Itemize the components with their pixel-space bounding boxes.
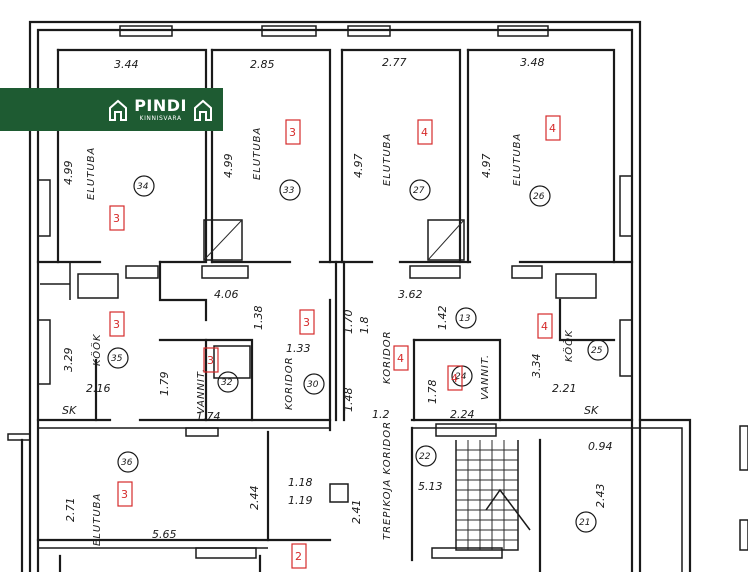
dim-1-74: 1.74 bbox=[196, 410, 221, 423]
dim-2-16: 2.16 bbox=[86, 382, 111, 395]
dim-4-97-a: 4.97 bbox=[352, 154, 365, 179]
dim-1-70: 1.70 bbox=[342, 310, 355, 335]
pindi-logo: PINDI KINNISVARA bbox=[0, 88, 223, 131]
label-koridor-2: KORIDOR bbox=[382, 330, 393, 384]
red-mark-12: 2 bbox=[295, 550, 302, 563]
dim-1-48: 1.48 bbox=[342, 388, 355, 413]
label-elutuba-2: ELUTUBA bbox=[252, 127, 263, 180]
label-kook-1: KÖÖK bbox=[90, 333, 103, 366]
room-number-32: 32 bbox=[221, 378, 233, 388]
label-kook-2: KÖÖK bbox=[562, 329, 575, 362]
dim-4-97-b: 4.97 bbox=[480, 154, 493, 179]
room-labels: ELUTUBA ELUTUBA ELUTUBA ELUTUBA KÖÖK KÖÖ… bbox=[62, 127, 599, 546]
label-trepikoja-koridor: TREPIKOJA KORIDOR bbox=[382, 421, 393, 540]
room-number-13: 13 bbox=[459, 314, 471, 324]
red-mark-10: 4 bbox=[541, 320, 548, 333]
label-elutuba-5: ELUTUBA bbox=[92, 493, 103, 546]
logo-name: PINDI bbox=[134, 95, 187, 115]
dim-5-13: 5.13 bbox=[418, 480, 443, 493]
red-marks: 3 3 4 4 3 3 3 4 4 4 3 2 bbox=[109, 115, 561, 569]
red-mark-11: 3 bbox=[121, 488, 128, 501]
red-mark-5: 3 bbox=[113, 318, 120, 331]
room-number-27: 27 bbox=[413, 186, 425, 196]
dim-1-33: 1.33 bbox=[286, 342, 311, 355]
dim-2-21: 2.21 bbox=[552, 382, 577, 395]
outer-walls bbox=[28, 20, 642, 572]
logo-subtitle: KINNISVARA bbox=[139, 114, 182, 122]
dim-1-38: 1.38 bbox=[252, 306, 265, 331]
red-mark-7: 3 bbox=[207, 354, 214, 367]
dim-1-18: 1.18 bbox=[288, 476, 313, 489]
dim-2-85: 2.85 bbox=[250, 58, 275, 71]
dim-3-29: 3.29 bbox=[62, 348, 75, 373]
label-sk-2: SK bbox=[584, 404, 599, 417]
logo-text: PINDI KINNISVARA bbox=[134, 95, 187, 122]
red-mark-8: 4 bbox=[397, 352, 404, 365]
red-mark-9: 4 bbox=[451, 372, 458, 385]
room-number-36: 36 bbox=[121, 458, 133, 468]
dim-4-99-b: 4.99 bbox=[222, 154, 235, 179]
room-number-24: 24 bbox=[455, 372, 467, 382]
room-number-30: 30 bbox=[307, 380, 319, 390]
dim-3-48: 3.48 bbox=[520, 56, 545, 69]
red-mark-2: 3 bbox=[289, 126, 296, 139]
dim-4-06: 4.06 bbox=[214, 288, 239, 301]
room-number-25: 25 bbox=[591, 346, 603, 356]
dim-2-44: 2.44 bbox=[248, 486, 261, 511]
dim-2-71: 2.71 bbox=[64, 498, 77, 523]
red-mark-3: 4 bbox=[421, 126, 428, 139]
fixtures bbox=[77, 219, 597, 559]
red-mark-6: 3 bbox=[303, 316, 310, 329]
label-vannit-1: VANNIT. bbox=[196, 368, 207, 414]
dim-4-99-a: 4.99 bbox=[62, 161, 75, 186]
label-koridor-1: KORIDOR bbox=[284, 356, 295, 410]
label-elutuba-4: ELUTUBA bbox=[512, 133, 523, 186]
dim-1-19: 1.19 bbox=[288, 494, 313, 507]
room-number-26: 26 bbox=[533, 192, 545, 202]
red-mark-4: 4 bbox=[549, 122, 556, 135]
room-number-35: 35 bbox=[111, 354, 123, 364]
dim-1-79: 1.79 bbox=[158, 372, 171, 397]
dim-0-94: 0.94 bbox=[588, 440, 613, 453]
room-number-34: 34 bbox=[137, 182, 149, 192]
dim-2-24: 2.24 bbox=[450, 408, 475, 421]
room-number-22: 22 bbox=[419, 452, 431, 462]
dim-2-43: 2.43 bbox=[594, 484, 607, 509]
label-elutuba-1: ELUTUBA bbox=[86, 147, 97, 200]
dimension-labels: 3.44 2.85 2.77 3.48 4.99 4.99 4.97 4.97 … bbox=[62, 56, 613, 541]
dim-1-42: 1.42 bbox=[436, 306, 449, 331]
label-elutuba-3: ELUTUBA bbox=[382, 133, 393, 186]
room-number-21: 21 bbox=[579, 518, 590, 528]
dim-2-77: 2.77 bbox=[382, 56, 407, 69]
room-numbers: 34 33 27 26 35 32 30 13 24 25 36 22 21 bbox=[107, 175, 609, 533]
dim-3-62: 3.62 bbox=[398, 288, 423, 301]
dim-3-34: 3.34 bbox=[530, 354, 543, 379]
red-mark-1: 3 bbox=[113, 212, 120, 225]
label-vannit-2: VANNIT. bbox=[480, 354, 491, 400]
house-icon bbox=[109, 99, 128, 121]
dim-2-41: 2.41 bbox=[350, 500, 363, 525]
room-number-33: 33 bbox=[283, 186, 295, 196]
dim-3-44: 3.44 bbox=[114, 58, 139, 71]
dim-1-2: 1.2 bbox=[372, 408, 390, 421]
dim-1-78: 1.78 bbox=[426, 380, 439, 405]
house-icon-right bbox=[194, 99, 212, 121]
label-sk-1: SK bbox=[62, 404, 77, 417]
dim-1-8: 1.8 bbox=[358, 317, 371, 335]
dim-5-65: 5.65 bbox=[152, 528, 177, 541]
